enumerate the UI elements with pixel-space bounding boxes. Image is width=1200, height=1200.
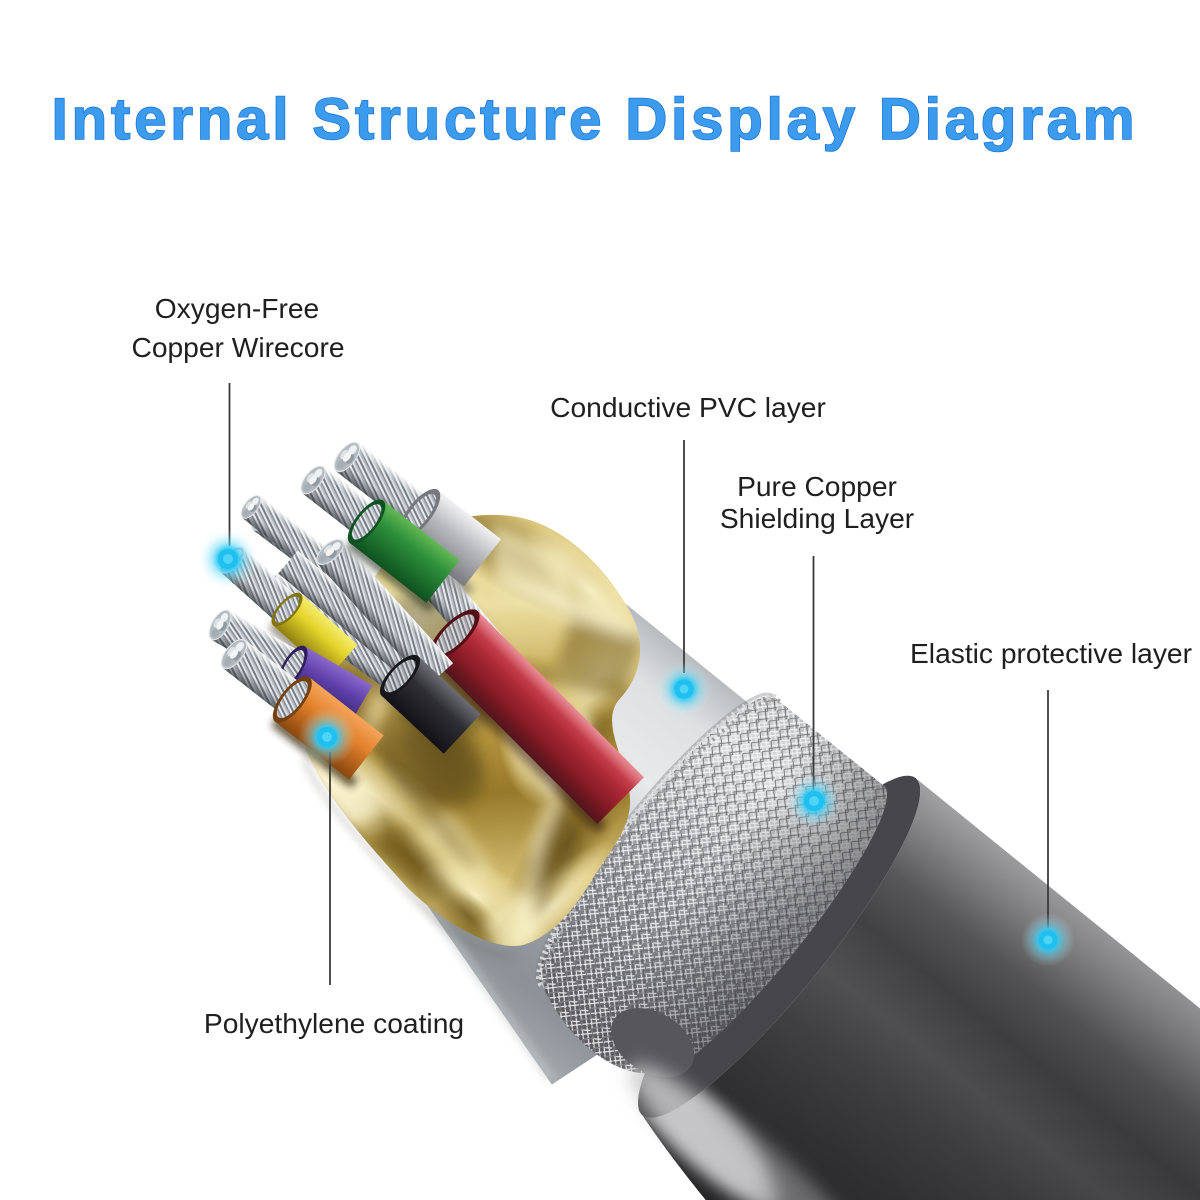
svg-text:Conductive PVC layer: Conductive PVC layer (550, 391, 826, 423)
svg-text:Oxygen-Free: Oxygen-Free (155, 292, 320, 324)
svg-text:Pure Copper: Pure Copper (737, 470, 897, 502)
svg-text:Internal Structure Display Dia: Internal Structure Display Diagram (52, 87, 1139, 152)
svg-text:Shielding Layer: Shielding Layer (720, 502, 914, 534)
svg-text:Polyethylene coating: Polyethylene coating (204, 1007, 464, 1039)
svg-text:Copper Wirecore: Copper Wirecore (131, 331, 344, 363)
svg-text:Elastic protective layer: Elastic protective layer (910, 637, 1192, 669)
